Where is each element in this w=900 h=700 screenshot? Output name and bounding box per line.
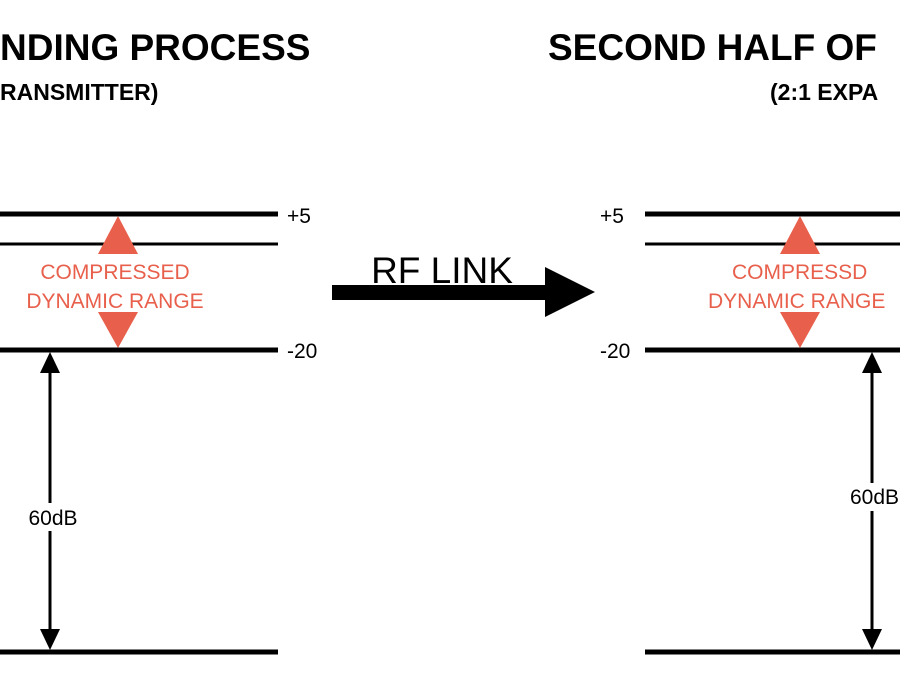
rf-link-arrow-shaft <box>332 285 550 300</box>
left-span-arrow-head-up <box>40 352 60 373</box>
right-span-label: 60dB <box>850 486 899 509</box>
left-level-label-top: +5 <box>287 205 311 228</box>
left-span-label-bg <box>24 503 82 531</box>
rf-link-label: RF LINK <box>371 250 513 291</box>
right-span-arrow-head-down <box>862 629 882 650</box>
left-range-arrow-up <box>98 216 138 254</box>
rf-link: RF LINK <box>332 250 595 317</box>
left-span-label: 60dB <box>28 507 77 530</box>
left-range-arrow-down <box>98 312 138 348</box>
right-span-arrow-head-up <box>862 352 882 373</box>
left-panel: NDING PROCESS RANSMITTER) +5 -20 COMPRES… <box>0 27 317 655</box>
right-title: SECOND HALF OF <box>548 27 877 68</box>
left-range-label-line2: DYNAMIC RANGE <box>26 290 203 313</box>
right-level-label-mid: -20 <box>600 340 630 363</box>
left-level-label-mid: -20 <box>287 340 317 363</box>
right-panel: SECOND HALF OF (2:1 EXPA +5 -20 COMPRESS… <box>548 27 900 655</box>
right-range-arrow-up <box>780 216 820 254</box>
left-span-arrow-head-down <box>40 629 60 650</box>
right-range-label-line2: DYNAMIC RANGE <box>708 290 885 313</box>
right-range-arrow-down <box>780 312 820 348</box>
left-title: NDING PROCESS <box>0 27 310 68</box>
right-span-label-bg <box>848 483 900 511</box>
rf-link-arrow-head <box>545 267 595 317</box>
right-subtitle: (2:1 EXPA <box>770 79 878 105</box>
right-range-label-line1: COMPRESSD <box>732 261 867 284</box>
left-subtitle: RANSMITTER) <box>0 79 158 105</box>
right-level-label-top: +5 <box>600 205 624 228</box>
left-range-label-line1: COMPRESSED <box>40 261 189 284</box>
